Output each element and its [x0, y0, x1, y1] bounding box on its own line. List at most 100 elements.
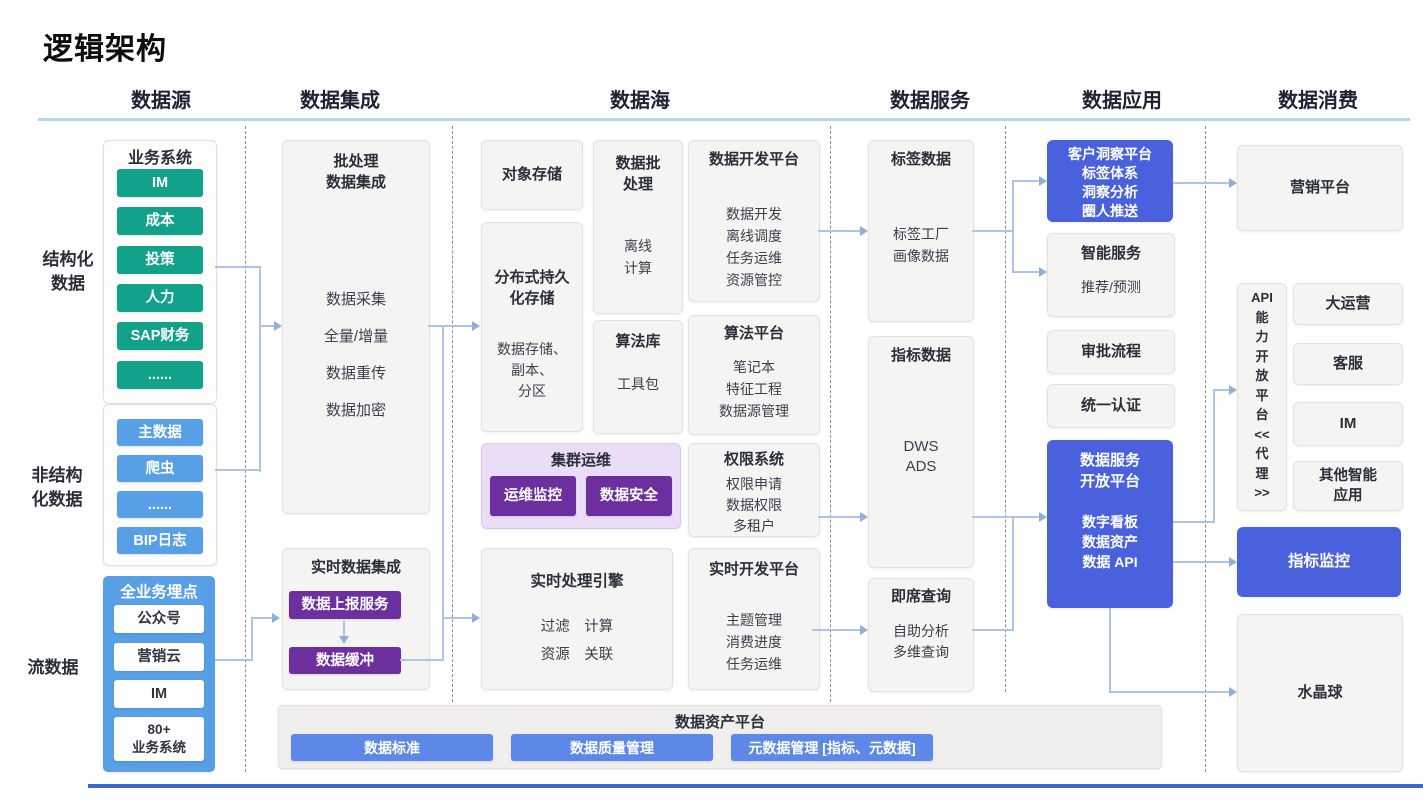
chip-im: IM — [117, 169, 203, 197]
box-body: DWS ADS — [903, 438, 939, 475]
box-unified-auth: 统一认证 — [1047, 384, 1175, 428]
chip-marketing-cloud: 营销云 — [114, 643, 204, 671]
connector-line — [1012, 516, 1014, 631]
arrow-right-icon — [272, 613, 280, 623]
connector-line — [972, 516, 1040, 518]
arrow-right-icon — [1039, 176, 1047, 186]
box-title: 分布式持久 化存储 — [494, 269, 570, 307]
connector-line — [1109, 608, 1111, 693]
box-unstructured-sources: 主数据 爬虫 ...... BIP日志 — [103, 404, 217, 566]
box-api-open-platform: API 能 力 开 放 平 台 << 代 理 >> — [1237, 283, 1287, 511]
arrow-right-icon — [1229, 178, 1237, 188]
column-header-data-source: 数据源 — [131, 90, 191, 112]
box-title: 标签数据 — [890, 151, 951, 168]
box-body: 数据存储、 副本、 分区 — [497, 341, 567, 399]
box-approval-process: 审批流程 — [1047, 330, 1175, 374]
label-stream-data: 流数据 — [27, 658, 79, 677]
chip-cost: 成本 — [117, 207, 203, 235]
box-body: 权限申请 数据权限 多租户 — [726, 476, 782, 534]
bar-title: 数据资产平台 — [674, 714, 765, 731]
chip-data-standards: 数据标准 — [291, 734, 493, 761]
connector-line — [442, 617, 473, 619]
box-data-dev-platform: 数据开发平台 数据开发 离线调度 任务运维 资源管控 — [688, 140, 820, 302]
column-divider — [1005, 126, 1006, 692]
connector-line — [1012, 271, 1041, 273]
arrow-right-icon — [860, 512, 868, 522]
connector-line — [259, 266, 261, 472]
header-underline — [38, 118, 1410, 121]
connector-line — [251, 617, 253, 661]
box-customer-insight-platform: 客户洞察平台 标签体系 洞察分析 圈人推送 — [1047, 140, 1173, 222]
box-data-batch-processing: 数据批 处理 离线 计算 — [593, 140, 683, 314]
box-title: 数据批 处理 — [615, 155, 661, 193]
chip-80plus-systems: 80+ 业务系统 — [114, 717, 204, 761]
column-divider — [245, 126, 246, 772]
arrow-right-icon — [1039, 512, 1047, 522]
box-algorithm-platform: 算法平台 笔记本 特征工程 数据源管理 — [688, 315, 820, 435]
connector-line — [343, 621, 345, 637]
arrow-right-icon — [860, 625, 868, 635]
box-body: 数据采集 全量/增量 数据重传 数据加密 — [323, 291, 389, 419]
column-header-data-service: 数据服务 — [890, 90, 970, 112]
chip-data-buffer: 数据缓冲 — [289, 647, 401, 674]
bar-data-asset-platform: 数据资产平台 数据标准 数据质量管理 元数据管理 [指标、元数据] — [278, 705, 1162, 769]
box-title: 全业务埋点 — [120, 584, 198, 601]
column-header-data-application: 数据应用 — [1082, 90, 1162, 112]
connector-line — [215, 469, 260, 471]
connector-line — [259, 325, 275, 327]
column-divider — [452, 126, 453, 702]
connector-line — [442, 325, 444, 661]
chip-official-account: 公众号 — [114, 605, 204, 633]
arrow-right-icon — [860, 226, 868, 236]
connector-line — [818, 230, 862, 232]
chip-data-report-service: 数据上报服务 — [289, 591, 401, 619]
chip-master-data: 主数据 — [117, 419, 203, 446]
connector-line — [251, 617, 273, 619]
box-body: 笔记本 特征工程 数据源管理 — [719, 359, 789, 419]
box-title: 算法库 — [615, 333, 661, 350]
box-permission-system: 权限系统 权限申请 数据权限 多租户 — [688, 443, 820, 537]
connector-line — [215, 266, 260, 268]
chip-im: IM — [114, 680, 204, 708]
box-body: 客户洞察平台 标签体系 洞察分析 圈人推送 — [1068, 146, 1152, 219]
box-title: 业务系统 — [127, 150, 192, 167]
chip-investment: 投策 — [117, 246, 203, 274]
connector-line — [1213, 389, 1231, 391]
chip-data-security: 数据安全 — [586, 476, 672, 516]
bottom-accent-line — [88, 784, 1423, 788]
box-body: 主题管理 消费进度 任务运维 — [726, 612, 782, 672]
box-title: 即席查询 — [890, 588, 951, 605]
connector-line — [1012, 180, 1041, 182]
chip-crawler: 爬虫 — [117, 455, 203, 482]
arrow-right-icon — [1229, 557, 1237, 567]
connector-line — [400, 659, 444, 661]
connector-line — [1109, 691, 1231, 693]
arrow-right-icon — [1229, 385, 1237, 395]
box-realtime-integration: 实时数据集成 数据上报服务 数据缓冲 — [282, 548, 430, 690]
box-title: 指标数据 — [890, 347, 951, 364]
connector-line — [1213, 389, 1215, 523]
box-title: 集群运维 — [550, 452, 611, 469]
arrow-right-icon — [472, 321, 480, 331]
box-customer-service: 客服 — [1293, 343, 1403, 385]
box-body: API 能 力 开 放 平 台 << 代 理 >> — [1251, 290, 1273, 500]
box-title: 数据开发平台 — [708, 151, 799, 168]
chip-metadata-management: 元数据管理 [指标、元数据] — [731, 734, 933, 761]
arrow-right-icon — [1229, 687, 1237, 697]
connector-line — [1012, 180, 1014, 272]
box-algorithm-library: 算法库 工具包 — [593, 320, 683, 434]
column-header-data-lake: 数据海 — [610, 90, 670, 112]
box-body: 数据开发 离线调度 任务运维 资源管控 — [726, 206, 782, 288]
box-body: 自助分析 多维查询 — [893, 623, 949, 660]
connector-line — [215, 659, 253, 661]
box-body: 过滤 计算 资源 关联 — [540, 619, 614, 663]
connector-line — [818, 516, 862, 518]
box-adhoc-query: 即席查询 自助分析 多维查询 — [868, 578, 974, 692]
box-title: 实时数据集成 — [310, 559, 401, 576]
box-other-smart-apps: 其他智能 应用 — [1293, 461, 1403, 511]
box-batch-integration: 批处理 数据集成 数据采集 全量/增量 数据重传 数据加密 — [282, 140, 430, 514]
arrow-right-icon — [472, 613, 480, 623]
connector-line — [812, 629, 862, 631]
label-unstructured-data: 非结构 化数据 — [31, 466, 83, 509]
